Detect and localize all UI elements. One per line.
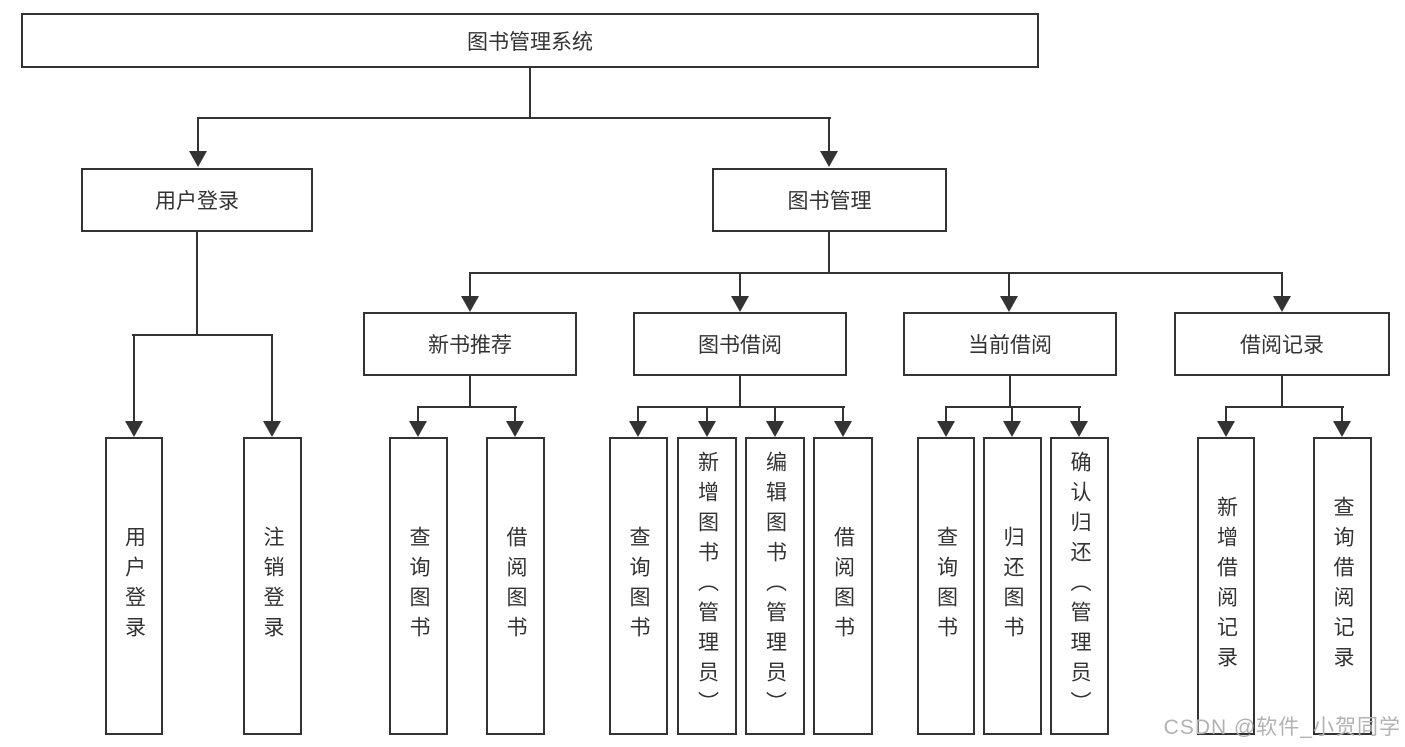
csdn-watermark: CSDN @软件_小贺同学 [1163, 716, 1401, 739]
connector-line [514, 408, 516, 421]
node-current-borrowing: 当前借阅 [903, 312, 1117, 376]
node-label: 编辑图书（管理员） [763, 451, 787, 721]
node-label: 查询图书 [407, 526, 430, 646]
leaf-add-borrow-record: 新增借阅记录 [1197, 437, 1255, 735]
connector-line [706, 408, 708, 421]
arrow-down [766, 421, 784, 437]
connector-line [1225, 406, 1344, 408]
connector-line [842, 408, 844, 421]
connector-line [1225, 408, 1227, 421]
arrow-down [698, 421, 716, 437]
connector-line [774, 408, 776, 421]
arrow-down [731, 296, 749, 312]
connector-line [1011, 408, 1013, 421]
connector-line [945, 408, 947, 421]
leaf-borrow-books-recommend: 借阅图书 [486, 437, 545, 735]
node-label: 图书管理系统 [467, 30, 593, 54]
connector-line [828, 119, 830, 152]
arrow-down [1273, 296, 1291, 312]
connector-line [469, 272, 1283, 274]
connector-line [1008, 274, 1010, 296]
node-user-login: 用户登录 [81, 168, 313, 232]
leaf-query-books-current: 查询图书 [917, 437, 975, 735]
node-book-borrowing: 图书借阅 [633, 312, 847, 376]
connector-line [828, 232, 830, 274]
leaf-query-books-recommend: 查询图书 [389, 437, 448, 735]
connector-line [197, 117, 831, 119]
connector-line [133, 336, 135, 421]
node-label: 图书管理 [787, 190, 872, 213]
arrow-down [820, 151, 838, 167]
connector-line [529, 68, 531, 118]
connector-line [1078, 408, 1080, 421]
arrow-down [1217, 421, 1235, 437]
leaf-query-borrow-record: 查询借阅记录 [1313, 437, 1372, 735]
node-label: 查询图书 [934, 526, 958, 646]
connector-line [417, 406, 517, 408]
node-label: 确认归还（管理员） [1068, 451, 1091, 721]
node-label: 归还图书 [1001, 526, 1024, 646]
node-label: 借阅记录 [1240, 334, 1324, 357]
connector-line [1281, 274, 1283, 296]
connector-line [945, 406, 1081, 408]
arrow-down [1003, 421, 1021, 437]
arrow-down [409, 421, 427, 437]
leaf-edit-books-admin: 编辑图书（管理员） [745, 437, 805, 735]
connector-line [197, 119, 199, 152]
connector-line [739, 376, 741, 408]
leaf-borrow-books: 借阅图书 [813, 437, 873, 735]
connector-line [132, 334, 273, 336]
arrow-down [125, 421, 143, 437]
arrow-down [937, 421, 955, 437]
connector-line [739, 274, 741, 296]
node-label: 图书借阅 [698, 334, 782, 357]
node-label: 新增借阅记录 [1214, 496, 1238, 676]
connector-line [637, 406, 845, 408]
node-library-management-system: 图书管理系统 [21, 13, 1039, 68]
leaf-logout: 注销登录 [243, 437, 302, 735]
arrow-down [263, 421, 281, 437]
node-label: 用户登录 [122, 526, 146, 646]
arrow-down [1000, 296, 1018, 312]
connector-line [417, 408, 419, 421]
connector-line [469, 376, 471, 408]
arrow-down [1070, 421, 1088, 437]
node-label: 查询图书 [627, 526, 650, 646]
arrow-down [834, 421, 852, 437]
node-label: 借阅图书 [831, 526, 855, 646]
connector-line [1281, 376, 1283, 408]
leaf-confirm-return-admin: 确认归还（管理员） [1050, 437, 1109, 735]
node-borrowing-records: 借阅记录 [1174, 312, 1390, 376]
connector-line [196, 232, 198, 336]
node-label: 查询借阅记录 [1331, 496, 1354, 676]
node-label: 借阅图书 [504, 526, 527, 646]
arrow-down [629, 421, 647, 437]
node-new-book-recommendation: 新书推荐 [363, 312, 577, 376]
node-label: 新书推荐 [428, 334, 512, 357]
node-label: 新增图书（管理员） [695, 451, 719, 721]
leaf-return-books: 归还图书 [983, 437, 1042, 735]
connector-line [469, 274, 471, 296]
leaf-add-books-admin: 新增图书（管理员） [677, 437, 737, 735]
connector-line [271, 336, 273, 421]
connector-line [637, 408, 639, 421]
connector-line [1341, 408, 1343, 421]
node-label: 注销登录 [261, 526, 284, 646]
node-label: 用户登录 [155, 190, 239, 213]
arrow-down [461, 296, 479, 312]
node-book-management: 图书管理 [712, 168, 947, 232]
arrow-down [1333, 421, 1351, 437]
arrow-down [506, 421, 524, 437]
connector-line [1009, 376, 1011, 408]
leaf-query-books-borrowing: 查询图书 [609, 437, 668, 735]
leaf-user-login: 用户登录 [105, 437, 163, 735]
arrow-down [189, 151, 207, 167]
node-label: 当前借阅 [968, 334, 1052, 357]
